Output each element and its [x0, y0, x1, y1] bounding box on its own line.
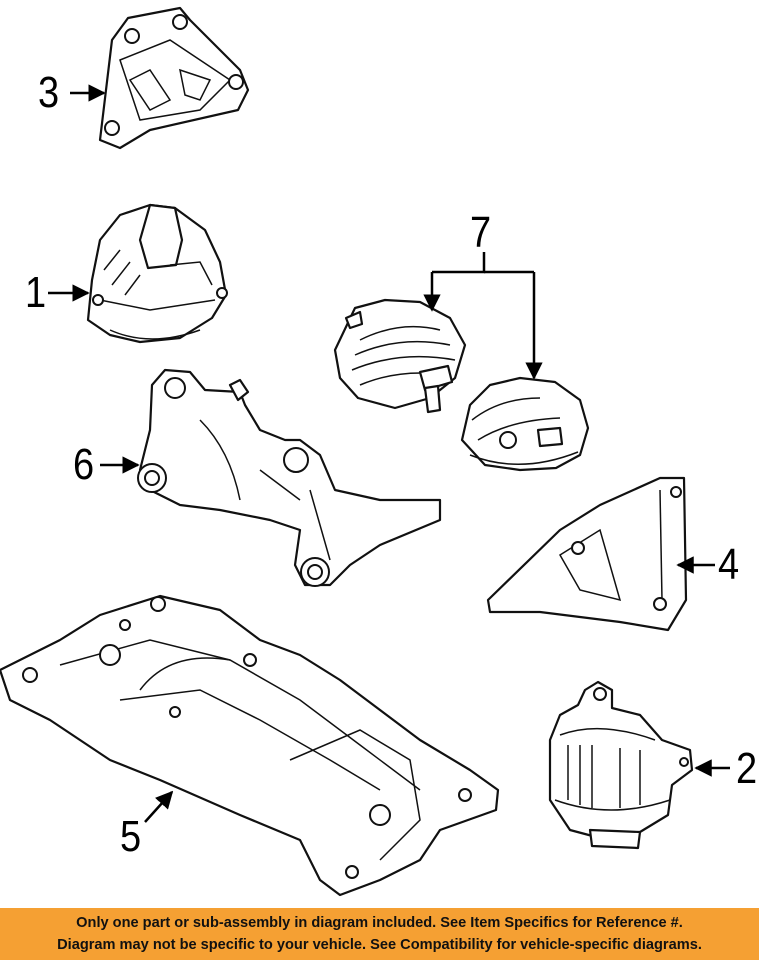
disclaimer-banner: Only one part or sub-assembly in diagram… [0, 908, 759, 960]
leader-lines [48, 84, 730, 823]
disclaimer-line-1: Only one part or sub-assembly in diagram… [76, 915, 683, 931]
part-7-mount-right [460, 376, 590, 472]
disclaimer-line-2: Diagram may not be specific to your vehi… [57, 937, 702, 953]
part-4-bracket [486, 476, 688, 632]
callout-4: 4 [718, 540, 740, 590]
callout-1: 1 [25, 268, 47, 318]
callout-7: 7 [470, 208, 492, 258]
part-2-engine-mount [548, 680, 694, 850]
part-3-bracket [98, 6, 250, 150]
parts-diagram [0, 6, 730, 897]
part-1-engine-mount [86, 203, 228, 344]
part-5-axle-carrier [0, 594, 500, 897]
callout-5: 5 [120, 812, 142, 862]
part-6-support-arm [137, 368, 442, 587]
callout-2: 2 [736, 744, 758, 794]
callout-6: 6 [73, 440, 95, 490]
part-7-mount-left [333, 298, 467, 414]
callout-3: 3 [38, 68, 60, 118]
